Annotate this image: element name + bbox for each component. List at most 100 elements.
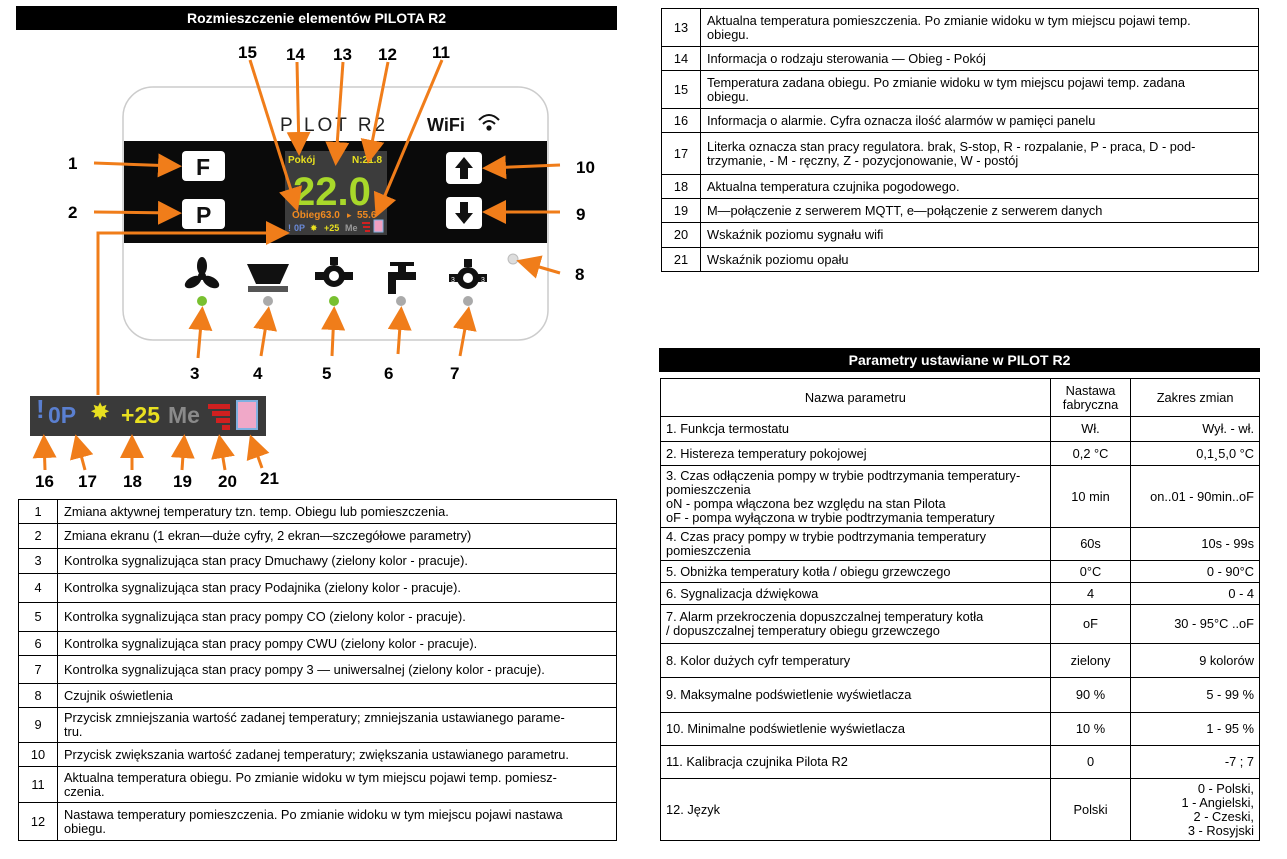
legend-number: 13 <box>661 8 701 47</box>
params-range-cell: 0 - 4 <box>1130 582 1260 605</box>
legend-description: Kontrolka sygnalizująca stan pracy Dmuch… <box>57 548 617 574</box>
params-row: 9. Maksymalne podświetlenie wyświetlacza… <box>660 677 1260 713</box>
device-brand: PILOT R2 <box>280 115 388 136</box>
legend-number: 21 <box>661 247 701 272</box>
params-range-cell: 5 - 99 % <box>1130 677 1260 713</box>
svg-text:3: 3 <box>481 277 485 284</box>
callout-9: 9 <box>576 205 586 224</box>
params-header-cell: Zakres zmian <box>1130 378 1260 417</box>
params-def-cell: 60s <box>1049 527 1132 561</box>
left-section-title: Rozmieszczenie elementów PILOTA R2 <box>16 6 617 30</box>
callout-10: 10 <box>576 158 595 177</box>
params-name-cell: 9. Maksymalne podświetlenie wyświetlacza <box>660 677 1051 713</box>
params-name-cell: 11. Kalibracja czujnika Pilota R2 <box>660 745 1051 779</box>
params-def-cell: 10 min <box>1049 465 1132 528</box>
legend-description: Czujnik oświetlenia <box>57 683 617 708</box>
legend-number: 19 <box>661 198 701 223</box>
legend-number: 20 <box>661 222 701 248</box>
params-def-cell: 0 <box>1049 745 1132 779</box>
params-range-cell: 10s - 99s <box>1130 527 1260 561</box>
params-def-cell: 4 <box>1049 582 1132 605</box>
p-button <box>182 199 225 229</box>
svg-text:▸: ▸ <box>347 211 352 221</box>
legend-description: Nastawa temperatury pomieszczenia. Po zm… <box>57 802 617 841</box>
params-def-cell: Wł. <box>1049 416 1132 442</box>
callout-17: 17 <box>78 472 97 491</box>
lcd-mode: Pokój <box>288 155 315 166</box>
legend-description: Kontrolka sygnalizująca stan pracy pompy… <box>57 631 617 656</box>
callout-18: 18 <box>123 472 142 491</box>
legend-number: 9 <box>18 707 58 743</box>
lcd-circuit-set: 55.6 <box>357 210 377 221</box>
svg-text:P: P <box>196 202 211 228</box>
wifi-icon <box>478 114 500 131</box>
params-name-cell: 6. Sygnalizacja dźwiękowa <box>660 582 1051 605</box>
params-row: 4. Czas pracy pompy w trybie podtrzymani… <box>660 527 1260 561</box>
legend-number: 18 <box>661 174 701 199</box>
wifi-signal-icon <box>208 404 230 430</box>
legend-number: 8 <box>18 683 58 708</box>
params-range-cell: 9 kolorów <box>1130 643 1260 678</box>
alarm-icon: ! <box>36 394 45 424</box>
callout-6: 6 <box>384 364 394 383</box>
legend-number: 6 <box>18 631 58 656</box>
svg-text:F: F <box>196 154 210 180</box>
params-name-cell: 7. Alarm przekroczenia dopuszczalnej tem… <box>660 604 1051 644</box>
legend-description: Aktualna temperatura obiegu. Po zmianie … <box>57 766 617 803</box>
legend-description: Zmiana ekranu (1 ekran—duże cyfry, 2 ekr… <box>57 523 617 549</box>
callout-5: 5 <box>322 364 332 383</box>
svg-text:+25: +25 <box>324 223 339 233</box>
legend-description: Aktualna temperatura czujnika pogodowego… <box>700 174 1259 199</box>
legend-description: M—połączenie z serwerem MQTT, e—połączen… <box>700 198 1259 223</box>
callout-13: 13 <box>333 45 352 64</box>
legend-description: Temperatura zadana obiegu. Po zmianie wi… <box>700 70 1259 109</box>
f-button <box>182 151 225 181</box>
callout-16: 16 <box>35 472 54 491</box>
params-row: 3. Czas odłączenia pompy w trybie podtrz… <box>660 465 1260 528</box>
legend-number: 3 <box>18 548 58 574</box>
params-def-cell: oF <box>1049 604 1132 644</box>
svg-text:0P: 0P <box>294 223 305 233</box>
params-row: 5. Obniżka temperatury kotła / obiegu gr… <box>660 560 1260 583</box>
params-row: 10. Minimalne podświetlenie wyświetlacza… <box>660 712 1260 746</box>
legend-description: Zmiana aktywnej temperatury tzn. temp. O… <box>57 499 617 524</box>
lcd-big-temp: 22.0 <box>293 170 371 214</box>
callout-12: 12 <box>378 45 397 64</box>
legend-number: 5 <box>18 602 58 632</box>
params-row: 7. Alarm przekroczenia dopuszczalnej tem… <box>660 604 1260 644</box>
legend-description: Informacja o alarmie. Cyfra oznacza iloś… <box>700 108 1259 133</box>
legend-number: 12 <box>18 802 58 841</box>
callout-4: 4 <box>253 364 263 383</box>
legend-description: Kontrolka sygnalizująca stan pracy pompy… <box>57 602 617 632</box>
callout-21: 21 <box>260 469 279 488</box>
callout-19: 19 <box>173 472 192 491</box>
callout-3: 3 <box>190 364 200 383</box>
params-header-cell: Nazwa parametru <box>660 378 1051 417</box>
svg-text:✸: ✸ <box>310 224 318 234</box>
led-pump-3 <box>463 296 473 306</box>
params-name-cell: 10. Minimalne podświetlenie wyświetlacza <box>660 712 1051 746</box>
pilot-r2-device-illustration: PILOT R2 WiFi F P Pokój N:21.8 22.0 Obie… <box>93 59 561 395</box>
device-wifi-label: WiFi <box>427 115 465 135</box>
legend-number: 1 <box>18 499 58 524</box>
legend-description: Literka oznacza stan pracy regulatora. b… <box>700 132 1259 175</box>
legend-description: Wskaźnik poziomu opału <box>700 247 1259 272</box>
strip-outdoor: +25 <box>121 402 161 428</box>
legend-number: 11 <box>18 766 58 803</box>
pump-co-icon <box>315 257 353 287</box>
